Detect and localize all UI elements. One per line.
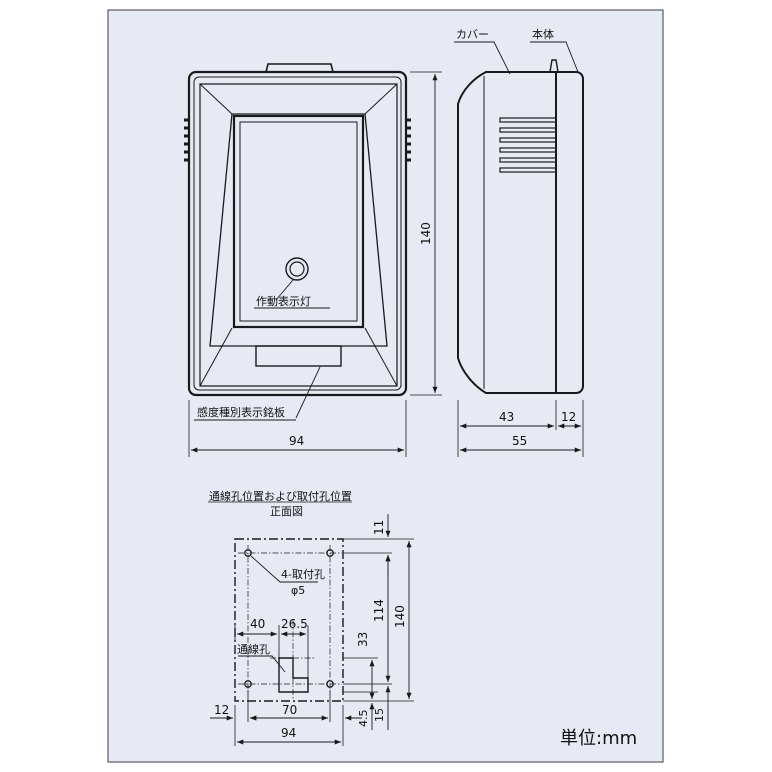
dim-40: 40 bbox=[250, 617, 265, 631]
side-body-depth-dim: 12 bbox=[561, 410, 576, 424]
section-subtitle: 正面図 bbox=[270, 505, 303, 518]
dim-70: 70 bbox=[282, 703, 297, 717]
dim-inner-height: 114 bbox=[372, 599, 386, 622]
front-height-dim: 140 bbox=[419, 222, 433, 245]
dim-4-5: 4.5 bbox=[357, 710, 370, 728]
unit-label: 単位:mm bbox=[560, 728, 637, 749]
front-view: 作動表示灯 感度種別表示銘板 140 94 bbox=[184, 63, 442, 457]
side-view: カバー 本体 43 12 55 bbox=[454, 27, 584, 457]
sensor-plate-label: 感度種別表示銘板 bbox=[197, 405, 285, 419]
indicator-lamp-label: 作動表示灯 bbox=[256, 294, 311, 308]
section-title: 通線孔位置および取付孔位置 bbox=[209, 489, 352, 503]
cover-label: カバー bbox=[456, 28, 489, 41]
dim-top-offset: 11 bbox=[372, 520, 386, 535]
dim-26-5: 26.5 bbox=[281, 617, 308, 631]
indicator-lamp bbox=[285, 257, 309, 281]
wiring-hole-label: 通線孔 bbox=[237, 642, 270, 656]
dim-12: 12 bbox=[214, 703, 229, 717]
dim-15: 15 bbox=[373, 708, 386, 722]
body-label: 本体 bbox=[532, 27, 554, 41]
sensor-plate bbox=[255, 345, 342, 367]
dim-outer-height: 140 bbox=[393, 605, 407, 628]
dim-bottom-width: 94 bbox=[281, 726, 296, 740]
dim-33: 33 bbox=[356, 632, 370, 647]
side-total-depth-dim: 55 bbox=[512, 434, 527, 448]
front-width-dim: 94 bbox=[289, 434, 304, 448]
hole-position-view: 通線孔位置および取付孔位置 正面図 4-取付孔 φ5 40 bbox=[208, 489, 414, 746]
hole-diameter-label: φ5 bbox=[291, 584, 305, 597]
mount-holes-label: 4-取付孔 bbox=[281, 568, 325, 581]
side-cover-depth-dim: 43 bbox=[499, 410, 514, 424]
